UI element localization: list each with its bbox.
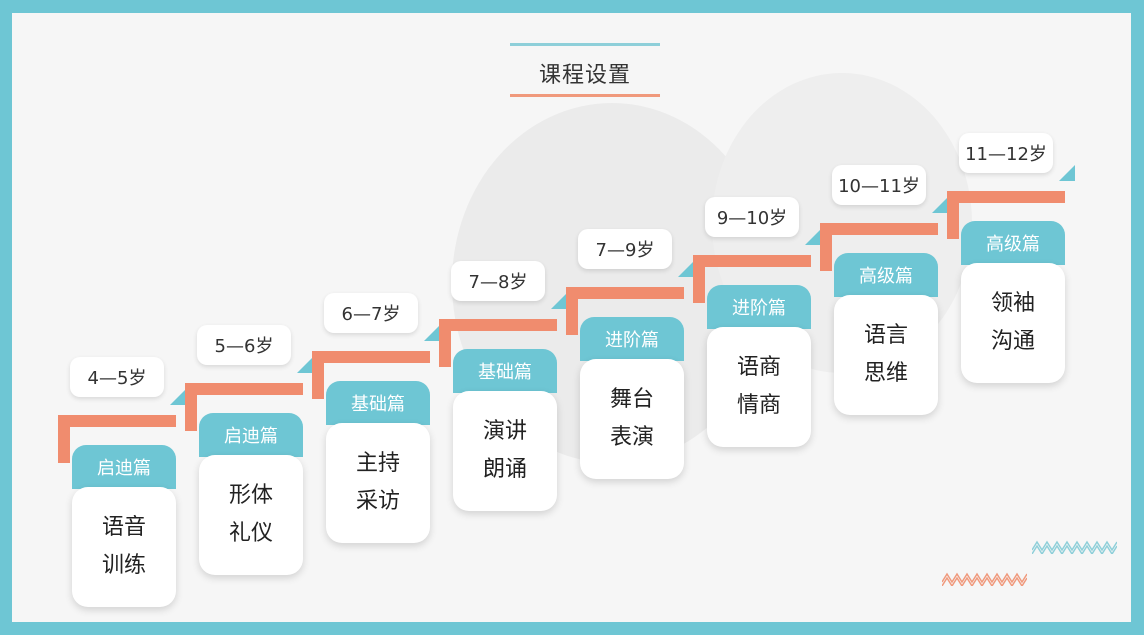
age-badge: 6—7岁 <box>324 293 418 333</box>
badge-corner-triangle <box>424 325 440 341</box>
course-name-line: 领袖 <box>990 291 1035 316</box>
course-name-line: 思维 <box>863 361 908 386</box>
zigzag-decoration-orange <box>942 572 1027 586</box>
course-name-line: 语言 <box>863 323 908 348</box>
step-bracket <box>58 415 176 463</box>
title-divider-bottom <box>510 94 660 97</box>
course-name-line: 舞台 <box>609 387 654 412</box>
stage-5: 7—9岁进阶篇舞台表演 <box>566 229 694 509</box>
age-badge: 10—11岁 <box>832 165 926 205</box>
course-name-line: 形体 <box>228 483 273 508</box>
stage-6: 9—10岁进阶篇语商情商 <box>693 197 821 477</box>
level-tab: 进阶篇 <box>707 285 811 329</box>
course-name-line: 情商 <box>736 393 781 418</box>
stage-3: 6—7岁基础篇主持采访 <box>312 293 440 573</box>
page-title: 课程设置 <box>538 63 631 88</box>
course-name-line: 表演 <box>609 425 654 450</box>
level-tab: 启迪篇 <box>199 413 303 457</box>
title-divider-top <box>510 43 660 46</box>
stage-4: 7—8岁基础篇演讲朗诵 <box>439 261 567 541</box>
course-card: 语音训练 <box>72 487 176 607</box>
level-tab: 高级篇 <box>834 253 938 297</box>
badge-corner-triangle <box>1059 165 1075 181</box>
badge-corner-triangle <box>932 197 948 213</box>
badge-corner-triangle <box>551 293 567 309</box>
course-card: 演讲朗诵 <box>453 391 557 511</box>
stage-7: 10—11岁高级篇语言思维 <box>820 165 948 445</box>
step-bracket <box>566 287 684 335</box>
age-badge: 5—6岁 <box>197 325 291 365</box>
level-tab: 基础篇 <box>326 381 430 425</box>
stage-2: 5—6岁启迪篇形体礼仪 <box>185 325 313 605</box>
level-tab: 高级篇 <box>961 221 1065 265</box>
course-name-line: 采访 <box>355 489 400 514</box>
course-name-line: 主持 <box>355 451 400 476</box>
step-bracket <box>185 383 303 431</box>
badge-corner-triangle <box>805 229 821 245</box>
step-bracket <box>820 223 938 271</box>
age-badge: 7—8岁 <box>451 261 545 301</box>
level-tab: 基础篇 <box>453 349 557 393</box>
title-block: 课程设置 <box>510 43 660 103</box>
step-bracket <box>312 351 430 399</box>
course-card: 主持采访 <box>326 423 430 543</box>
level-tab: 启迪篇 <box>72 445 176 489</box>
course-card: 领袖沟通 <box>961 263 1065 383</box>
course-name-line: 语商 <box>736 355 781 380</box>
course-card: 语商情商 <box>707 327 811 447</box>
course-card: 语言思维 <box>834 295 938 415</box>
course-name-line: 语音 <box>101 515 146 540</box>
age-badge: 9—10岁 <box>705 197 799 237</box>
age-badge: 7—9岁 <box>578 229 672 269</box>
course-card: 形体礼仪 <box>199 455 303 575</box>
badge-corner-triangle <box>170 389 186 405</box>
stage-1: 4—5岁启迪篇语音训练 <box>58 357 186 622</box>
course-card: 舞台表演 <box>580 359 684 479</box>
course-name-line: 礼仪 <box>228 521 273 546</box>
zigzag-decoration-blue <box>1032 540 1117 554</box>
age-badge: 11—12岁 <box>959 133 1053 173</box>
step-bracket <box>693 255 811 303</box>
step-bracket <box>439 319 557 367</box>
age-badge: 4—5岁 <box>70 357 164 397</box>
badge-corner-triangle <box>678 261 694 277</box>
course-name-line: 演讲 <box>482 419 527 444</box>
course-name-line: 训练 <box>101 553 146 578</box>
stage-8: 11—12岁高级篇领袖沟通 <box>947 133 1075 413</box>
course-name-line: 朗诵 <box>482 457 527 482</box>
step-bracket <box>947 191 1065 239</box>
course-name-line: 沟通 <box>990 329 1035 354</box>
badge-corner-triangle <box>297 357 313 373</box>
level-tab: 进阶篇 <box>580 317 684 361</box>
